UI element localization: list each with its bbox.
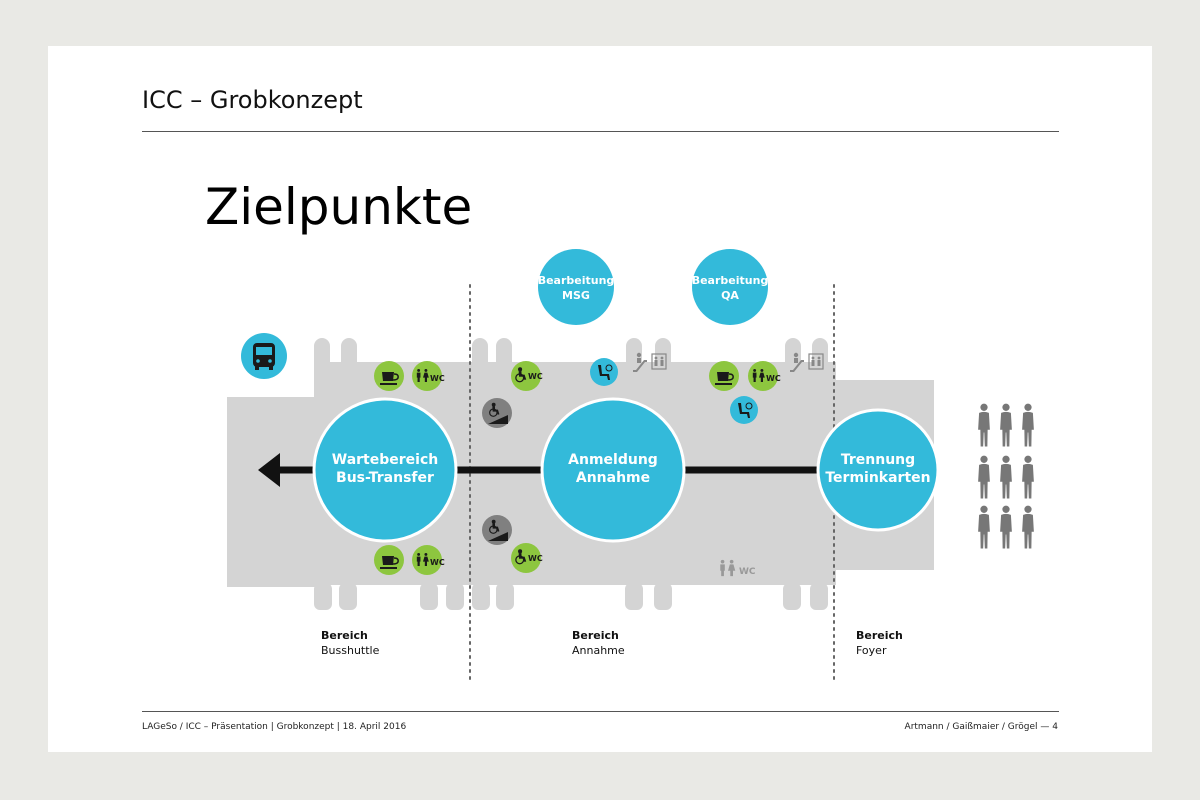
node-msg: Bearbeitung MSG xyxy=(538,249,615,325)
header-rule xyxy=(142,131,1059,132)
footer-rule xyxy=(142,711,1059,712)
person-icon xyxy=(978,455,990,499)
accessible-wc-icon: WC xyxy=(511,361,543,391)
node-anmeldung-line1: Anmeldung xyxy=(568,452,658,468)
header-title: ICC – Grobkonzept xyxy=(142,86,363,114)
zone-title: Bereich xyxy=(856,629,903,642)
wc-label: WC xyxy=(430,374,445,383)
escalator-icon xyxy=(790,352,804,372)
zone-label-busshuttle: Bereich Busshuttle xyxy=(321,629,380,657)
footer-left: LAGeSo / ICC – Präsentation | Grobkonzep… xyxy=(142,722,407,732)
node-qa-line1: Bearbeitung xyxy=(692,274,769,287)
wc-label: WC xyxy=(739,567,756,577)
cafe-icon xyxy=(709,361,739,391)
zone-subtitle: Foyer xyxy=(856,644,887,657)
node-anmeldung: Anmeldung Annahme xyxy=(540,397,686,543)
cafe-icon xyxy=(374,361,404,391)
zone-title: Bereich xyxy=(572,629,619,642)
person-icon xyxy=(978,505,990,549)
node-anmeldung-line2: Annahme xyxy=(576,470,650,486)
zone-subtitle: Annahme xyxy=(572,644,625,657)
waiting-seat-icon xyxy=(590,358,618,386)
person-icon xyxy=(1000,505,1012,549)
person-icon xyxy=(1022,505,1034,549)
person-icon xyxy=(978,403,990,447)
zone-label-foyer: Bereich Foyer xyxy=(856,629,903,657)
accessible-wc-icon: WC xyxy=(511,543,543,573)
person-icon xyxy=(1000,403,1012,447)
person-icon xyxy=(1000,455,1012,499)
zone-label-annahme: Bereich Annahme xyxy=(572,629,625,657)
slide-title: Zielpunkte xyxy=(205,178,473,236)
node-wartebereich: Wartebereich Bus-Transfer xyxy=(312,397,458,543)
node-wartebereich-line1: Wartebereich xyxy=(332,452,438,468)
node-wartebereich-line2: Bus-Transfer xyxy=(336,470,434,486)
waiting-seat-icon xyxy=(730,396,758,424)
toilet-icon: WC xyxy=(412,545,445,575)
toilet-icon: WC xyxy=(412,361,445,391)
node-trennung: Trennung Terminkarten xyxy=(816,408,940,532)
elevator-icon xyxy=(808,353,824,370)
toilet-icon: WC xyxy=(720,559,756,577)
node-msg-line2: MSG xyxy=(562,289,590,302)
node-qa-line2: QA xyxy=(721,289,739,302)
node-trennung-line1: Trennung xyxy=(841,452,915,468)
toilet-icon: WC xyxy=(748,361,781,391)
node-msg-line1: Bearbeitung xyxy=(538,274,615,287)
wc-label: WC xyxy=(430,558,445,567)
wc-label: WC xyxy=(528,554,543,563)
person-icon xyxy=(1022,455,1034,499)
people-queue xyxy=(978,403,1034,549)
person-icon xyxy=(1022,403,1034,447)
elevator-icon xyxy=(651,353,667,370)
footer-right: Artmann / Gaißmaier / Grögel — 4 xyxy=(904,722,1058,732)
zone-title: Bereich xyxy=(321,629,368,642)
escalator-icon xyxy=(633,352,647,372)
wheelchair-ramp-icon xyxy=(482,398,512,428)
bus-icon xyxy=(241,333,287,379)
wc-label: WC xyxy=(766,374,781,383)
cafe-icon xyxy=(374,545,404,575)
wc-label: WC xyxy=(528,372,543,381)
zone-subtitle: Busshuttle xyxy=(321,644,380,657)
node-trennung-line2: Terminkarten xyxy=(825,470,930,486)
node-qa: Bearbeitung QA xyxy=(692,249,769,325)
wheelchair-ramp-icon xyxy=(482,515,512,545)
